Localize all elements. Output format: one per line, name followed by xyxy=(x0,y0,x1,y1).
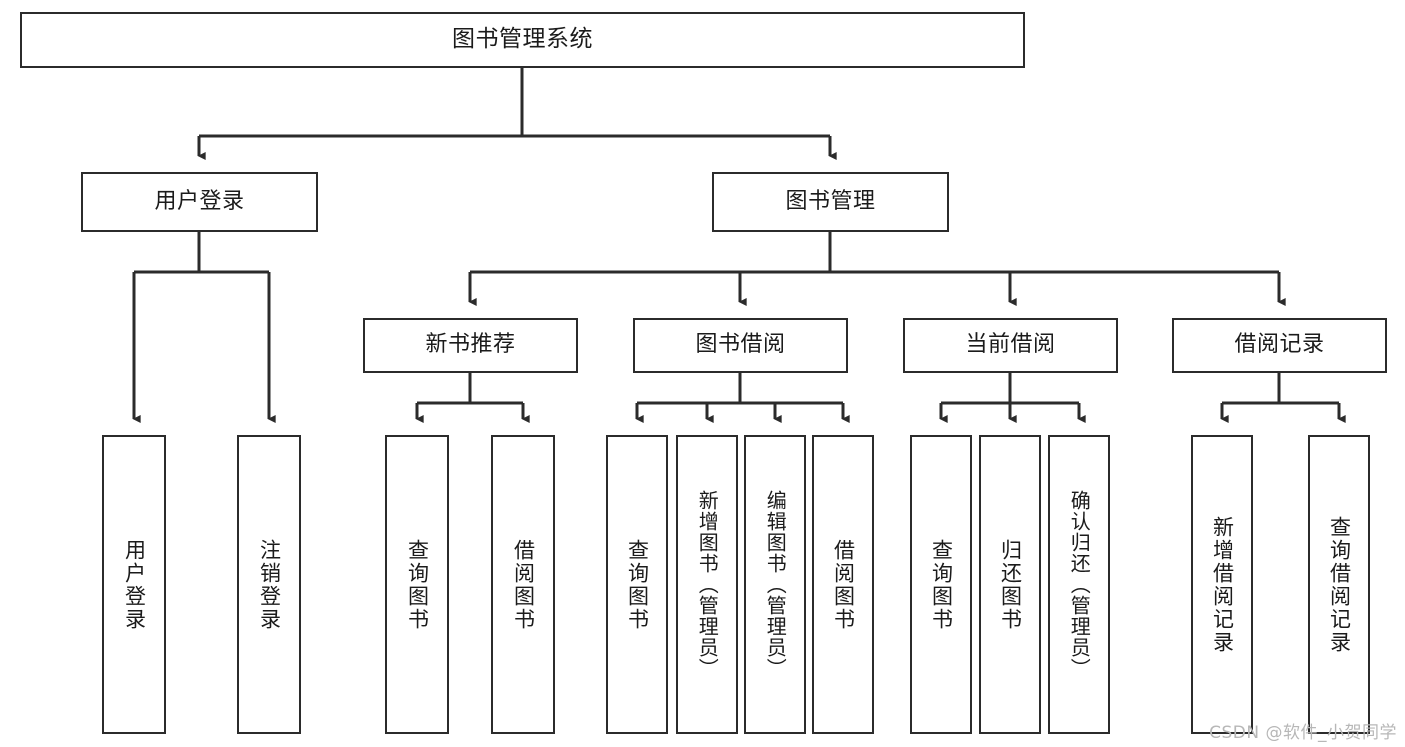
node-label: 新书推荐 xyxy=(425,332,516,358)
node-label: 图书管理 xyxy=(785,188,876,214)
leaf-logout[interactable]: 注销登录 xyxy=(237,435,301,734)
leaf-add-borrow-record[interactable]: 新增借阅记录 xyxy=(1191,435,1253,734)
node-borrowing-record[interactable]: 借阅记录 xyxy=(1172,318,1387,373)
node-new-book-recommendation[interactable]: 新书推荐 xyxy=(363,318,578,373)
node-label: 查询图书 xyxy=(625,538,650,631)
node-label: 查询图书 xyxy=(929,538,954,631)
leaf-query-book-borrow[interactable]: 查询图书 xyxy=(606,435,668,734)
node-label: 注销登录 xyxy=(257,538,282,631)
node-label: 借阅图书 xyxy=(831,538,856,631)
node-label: 用户登录 xyxy=(122,538,147,631)
leaf-query-borrow-record[interactable]: 查询借阅记录 xyxy=(1308,435,1370,734)
node-label: 查询图书 xyxy=(405,538,430,631)
leaf-confirm-return-admin[interactable]: 确认归还（管理员） xyxy=(1048,435,1110,734)
node-label: 图书管理系统 xyxy=(452,26,593,53)
node-root-library-management-system[interactable]: 图书管理系统 xyxy=(20,12,1025,68)
node-current-borrowing[interactable]: 当前借阅 xyxy=(903,318,1118,373)
node-label: 查询借阅记录 xyxy=(1327,515,1352,654)
leaf-query-book-current[interactable]: 查询图书 xyxy=(910,435,972,734)
leaf-edit-book-admin[interactable]: 编辑图书（管理员） xyxy=(744,435,806,734)
node-book-borrowing[interactable]: 图书借阅 xyxy=(633,318,848,373)
node-label: 新增图书（管理员） xyxy=(695,490,720,679)
leaf-return-book[interactable]: 归还图书 xyxy=(979,435,1041,734)
node-label: 借阅图书 xyxy=(511,538,536,631)
node-label: 编辑图书（管理员） xyxy=(763,490,788,679)
leaf-query-book-recommend[interactable]: 查询图书 xyxy=(385,435,449,734)
leaf-user-login[interactable]: 用户登录 xyxy=(102,435,166,734)
node-book-management[interactable]: 图书管理 xyxy=(712,172,949,232)
node-label: 图书借阅 xyxy=(695,332,786,358)
watermark: CSDN @软件_小贺同学 xyxy=(1209,723,1397,743)
node-label: 用户登录 xyxy=(154,188,245,214)
leaf-borrow-book[interactable]: 借阅图书 xyxy=(812,435,874,734)
node-label: 当前借阅 xyxy=(965,332,1056,358)
node-label: 归还图书 xyxy=(998,538,1023,631)
node-label: 新增借阅记录 xyxy=(1210,515,1235,654)
node-label: 借阅记录 xyxy=(1234,332,1325,358)
node-label: 确认归还（管理员） xyxy=(1067,490,1092,679)
node-user-login[interactable]: 用户登录 xyxy=(81,172,318,232)
leaf-add-book-admin[interactable]: 新增图书（管理员） xyxy=(676,435,738,734)
leaf-borrow-book-recommend[interactable]: 借阅图书 xyxy=(491,435,555,734)
